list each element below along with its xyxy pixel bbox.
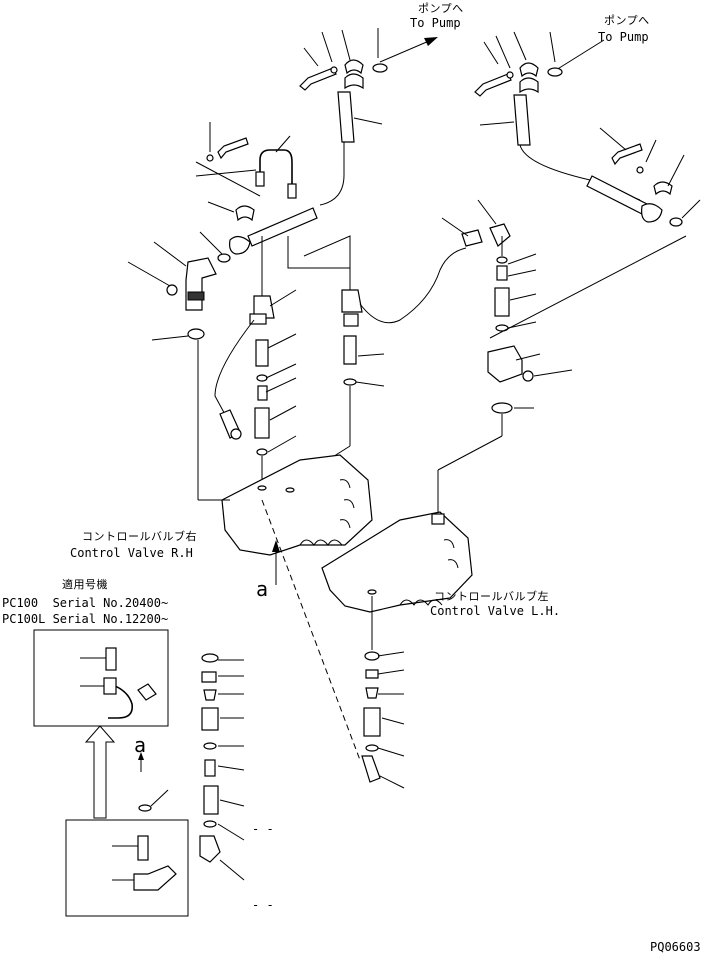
serial-line-pc100l: PC100L Serial No.12200~ <box>2 612 169 626</box>
to-pump-jp-left: ポンプへ <box>418 2 464 15</box>
to-pump-arrow-right <box>555 39 605 71</box>
bolt-top-right <box>474 73 512 97</box>
hose-line-left <box>319 142 345 206</box>
tee-fitting-center <box>341 289 363 313</box>
flange-half-top-left <box>344 73 364 90</box>
elbow-right-upper <box>489 223 511 247</box>
inset-box-new <box>33 629 169 727</box>
view-a-label-small: a <box>134 733 147 757</box>
check-valve-center-left <box>254 407 270 439</box>
bolt-right-mid <box>611 143 643 166</box>
serial-line-pc100: PC100 Serial No.20400~ <box>2 596 169 610</box>
inset-box-old <box>65 819 189 917</box>
relief-valve-rh <box>201 707 219 731</box>
upgrade-arrow <box>84 725 116 819</box>
relief-valve-lh <box>363 707 381 737</box>
control-valve-rh-jp: コントロールバルブ右 <box>82 530 197 543</box>
bolt-left-elbow <box>217 137 249 160</box>
washer-top-left <box>330 66 338 74</box>
control-valve-lh <box>321 511 473 613</box>
bent-tube-left <box>259 149 293 190</box>
arrow-head-left <box>424 37 438 46</box>
elbow-lower-rh <box>199 835 221 863</box>
tee-fitting-center-left <box>253 295 275 319</box>
block-fitting-right <box>487 345 523 383</box>
view-a-label-large: a <box>256 577 269 601</box>
hose-right-sleeve <box>586 175 648 215</box>
hose-left-mid <box>247 207 318 247</box>
dash-label-1: - - <box>252 822 274 836</box>
drawing-number: PQ06603 <box>650 940 701 954</box>
control-valve-rh-en: Control Valve R.H <box>70 546 193 560</box>
plug-left <box>166 284 178 296</box>
check-valve-right <box>494 287 510 317</box>
flange-half-top-right <box>519 77 539 94</box>
to-pump-en-left: To Pump <box>410 16 461 30</box>
flange-left-elbow <box>235 205 255 222</box>
hose-upper-left <box>337 91 355 143</box>
plug-lower-lh <box>361 755 381 783</box>
dash-label-2: - - <box>252 898 274 912</box>
washer-top-right <box>506 71 514 79</box>
elbow-left <box>185 257 217 311</box>
bolt-top-left <box>299 67 337 91</box>
o-ring-top-left <box>372 63 388 73</box>
flange-right <box>641 203 663 223</box>
o-ring-top-right <box>547 67 563 77</box>
split-flange-top-left <box>344 59 364 75</box>
applicable-machine-jp: 適用号機 <box>62 578 108 591</box>
to-pump-jp-right: ポンプへ <box>604 14 650 27</box>
to-pump-en-right: To Pump <box>598 30 649 44</box>
hose-end-right <box>461 229 483 247</box>
control-valve-rh <box>221 454 373 556</box>
adapter-center-left <box>255 339 269 367</box>
split-flange-top-right <box>519 62 539 78</box>
control-valve-lh-jp: コントロールバルブ左 <box>434 590 549 603</box>
control-valve-lh-en: Control Valve L.H. <box>430 604 561 618</box>
hose-upper-right <box>513 94 531 146</box>
hose-line-right <box>519 144 641 201</box>
adapter-center <box>343 335 357 365</box>
